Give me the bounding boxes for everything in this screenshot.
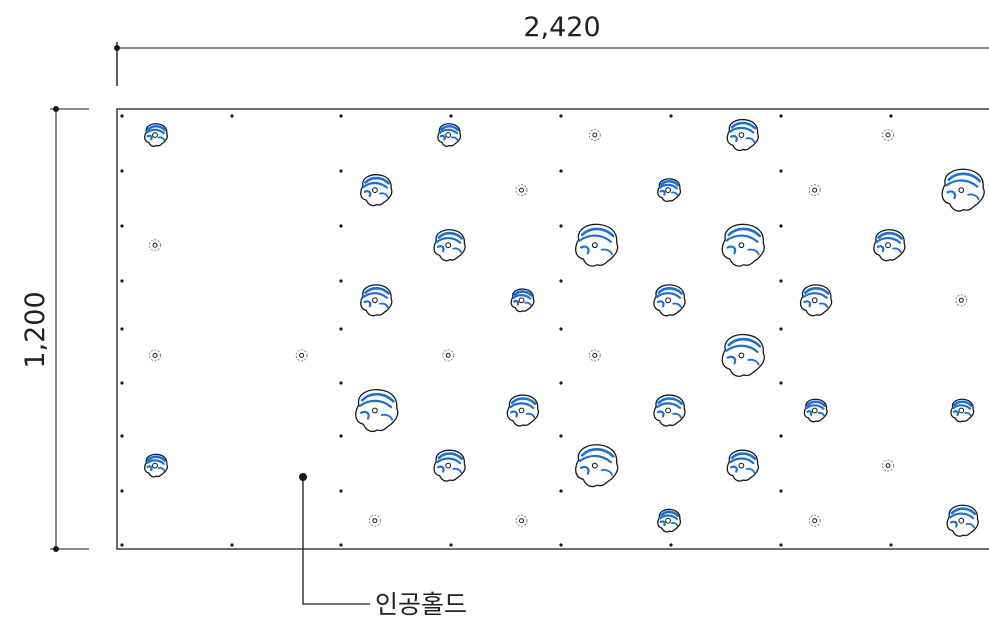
hold-callout: 인공홀드 [299,473,467,619]
mount-dot [120,381,124,385]
mount-dot [559,169,563,173]
mount-dot [779,434,783,438]
mount-dot [779,224,783,228]
mount-dot [779,381,783,385]
mount-dot [779,327,783,331]
height-dimension: 1,200 [20,106,89,552]
empty-bolt-slot [588,129,601,141]
mount-dot [559,489,563,493]
mount-dot [559,279,563,283]
empty-bolt-slot [149,349,161,362]
empty-bolt-slot [442,349,455,362]
mount-dot [449,543,453,547]
mount-dot [120,489,124,493]
artificial-hold [433,449,466,482]
mount-dot [230,543,234,547]
mount-dot [339,381,343,385]
artificial-hold [506,394,540,427]
artificial-hold [946,504,979,537]
width-dimension-label: 2,420 [523,12,600,43]
artificial-hold [721,333,765,377]
mount-dot [120,434,124,438]
mount-dot [339,489,343,493]
mount-dot [339,279,343,283]
mount-dot [669,114,673,118]
mount-dot [339,169,343,173]
artificial-hold [799,284,833,317]
artificial-hold [950,398,975,423]
mount-dot [889,114,893,118]
artificial-hold [653,394,686,427]
empty-bolt-slot [149,239,161,252]
empty-bolt-slot [955,294,968,307]
mount-dot [339,114,343,118]
artificial-hold [803,398,828,423]
empty-bolt-slot [515,184,528,197]
artificial-hold [360,284,393,317]
artificial-hold [873,229,906,262]
empty-bolt-slot [808,514,821,527]
mount-dot [120,279,124,283]
mount-dot [779,279,783,283]
mount-dot [120,327,124,331]
artificial-hold [657,178,682,203]
artificial-hold [144,123,168,147]
mount-dot [449,114,453,118]
artificial-hold [726,118,759,152]
artificial-hold [355,389,399,433]
height-dimension-label: 1,200 [20,291,51,368]
mount-dot [230,114,234,118]
artificial-hold [941,168,985,212]
mount-dot [120,169,124,173]
mount-dot [779,169,783,173]
artificial-hold [726,449,759,482]
hold-group [144,118,985,537]
mount-dot [559,327,563,331]
empty-bolt-slot [588,349,601,362]
empty-bolt-slot [515,514,528,527]
mount-dot [339,224,343,228]
mount-dot [120,543,124,547]
artificial-hold [144,453,168,478]
wall-panel-outline [116,108,989,550]
mount-dot [339,543,343,547]
mount-dot [889,543,893,547]
mount-dot [559,543,563,547]
artificial-hold [653,284,686,317]
mount-dot-grid [120,114,893,547]
mount-dot [559,434,563,438]
mount-dot [779,543,783,547]
mount-dot [339,434,343,438]
empty-bolt-slot [808,184,821,197]
empty-bolt-slot [368,514,381,527]
artificial-hold [575,223,619,267]
mount-dot [669,543,673,547]
empty-slot-group [149,129,968,527]
callout-label: 인공홀드 [375,590,467,619]
artificial-hold [575,444,619,488]
artificial-hold [360,174,393,207]
artificial-hold [437,123,462,147]
empty-bolt-slot [882,129,894,141]
empty-bolt-slot [295,349,308,362]
mount-dot [779,114,783,118]
mount-dot [779,489,783,493]
artificial-hold [721,223,765,267]
callout-leader-line [302,477,370,605]
artificial-hold [657,508,682,533]
width-dimension: 2,420 [114,12,989,86]
artificial-hold [510,288,535,313]
artificial-hold [433,229,466,262]
mount-dot [120,224,124,228]
mount-dot [120,114,124,118]
mount-dot [339,327,343,331]
mount-dot [559,114,563,118]
mount-dot [559,381,563,385]
empty-bolt-slot [882,459,894,472]
mount-dot [559,224,563,228]
